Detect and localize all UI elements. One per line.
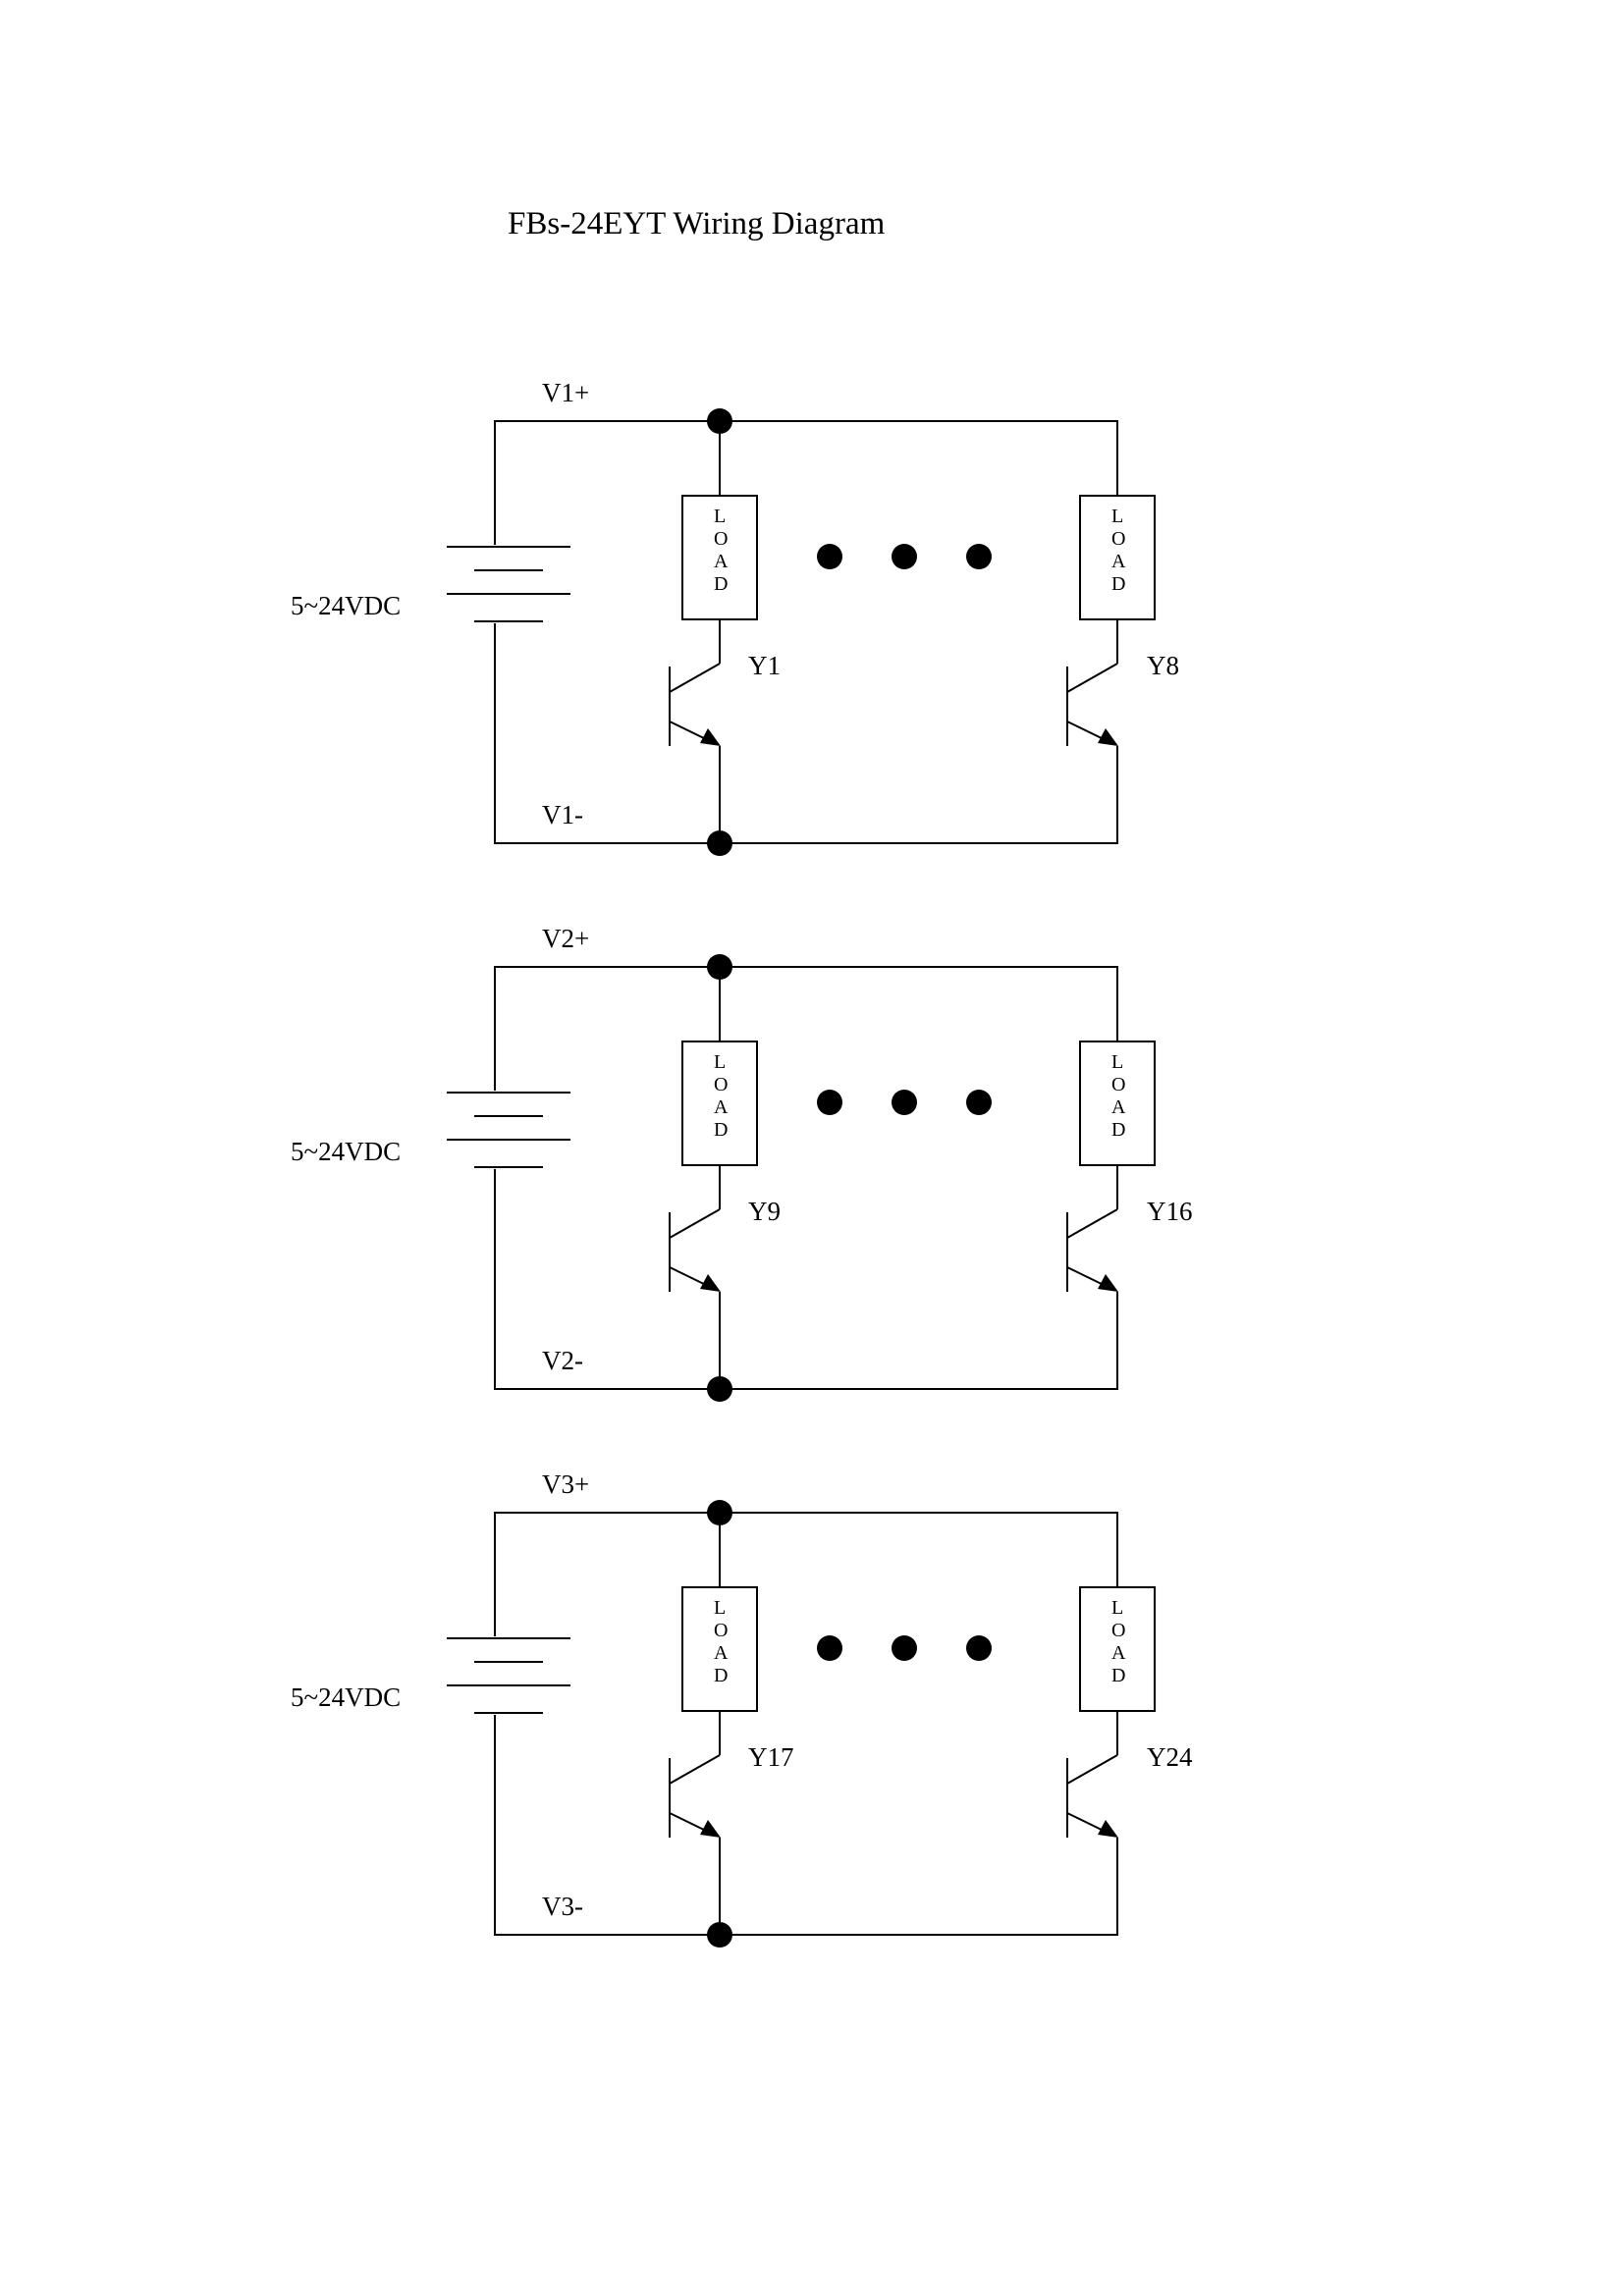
negative-junction-node [707,1376,732,1402]
supply-voltage-label: 5~24VDC [291,1682,401,1712]
load-letter: L [1111,1597,1123,1619]
load-letter: A [714,551,729,572]
ellipsis-dot-2 [892,544,917,569]
positive-terminal-label: V2+ [542,924,589,953]
emitter-arrow [700,1274,721,1292]
transistor-collector [669,663,721,693]
positive-rail [494,420,1118,545]
emitter-arrow [1098,1274,1118,1292]
load-letter: D [714,573,728,595]
load-letter: D [1111,1665,1125,1686]
positive-junction-node [707,1500,732,1525]
transistor-collector [669,1208,721,1239]
transistor-emitter [669,721,709,741]
negative-rail [494,1169,1118,1390]
ellipsis-dot-2 [892,1090,917,1115]
load-letter: D [1111,573,1125,595]
transistor-collector [1066,663,1118,693]
negative-terminal-label: V1- [542,800,583,829]
load-letter: L [1111,1051,1123,1073]
emitter-arrow [700,1820,721,1838]
transistor-collector [1066,1208,1118,1239]
transistor-collector [1066,1754,1118,1785]
ellipsis-dot-3 [966,1635,992,1661]
output-label: Y16 [1147,1197,1193,1226]
load-letter: A [714,1096,729,1118]
positive-rail [494,1512,1118,1636]
load-letter: O [1111,1074,1125,1095]
load-letter: A [1111,1096,1126,1118]
load-letter: O [1111,528,1125,550]
output-label: Y9 [748,1197,781,1226]
positive-junction-node [707,408,732,434]
ellipsis-dot-1 [817,544,842,569]
output-label: Y24 [1147,1742,1193,1772]
negative-terminal-label: V3- [542,1892,583,1921]
supply-voltage-label: 5~24VDC [291,1137,401,1166]
ellipsis-dot-2 [892,1635,917,1661]
negative-junction-node [707,1922,732,1948]
circuit-groups: V1+V1-5~24VDCLOADY1LOADY8V2+V2-5~24VDCLO… [291,378,1193,1948]
ellipsis-dot-3 [966,1090,992,1115]
ellipsis-dot-1 [817,1090,842,1115]
load-letter: L [714,1597,726,1619]
load-letter: O [714,528,728,550]
positive-terminal-label: V1+ [542,378,589,407]
load-letter: L [714,1051,726,1073]
load-letter: O [714,1074,728,1095]
load-letter: A [1111,1642,1126,1664]
transistor-emitter [669,1812,709,1833]
supply-voltage-label: 5~24VDC [291,591,401,620]
transistor-emitter [1066,1812,1107,1833]
load-letter: A [1111,551,1126,572]
load-letter: A [714,1642,729,1664]
negative-rail [494,1715,1118,1936]
negative-junction-node [707,830,732,856]
transistor-emitter [1066,1266,1107,1287]
output-label: Y1 [748,651,781,680]
diagram-title: FBs-24EYT Wiring Diagram [508,206,886,241]
transistor-emitter [1066,721,1107,741]
transistor-collector [669,1754,721,1785]
transistor-emitter [669,1266,709,1287]
load-letter: D [1111,1119,1125,1141]
load-letter: D [714,1665,728,1686]
positive-terminal-label: V3+ [542,1469,589,1499]
load-letter: O [1111,1620,1125,1641]
ellipsis-dot-1 [817,1635,842,1661]
emitter-arrow [1098,728,1118,746]
output-label: Y17 [748,1742,794,1772]
load-letter: O [714,1620,728,1641]
load-letter: D [714,1119,728,1141]
load-letter: L [714,506,726,527]
positive-junction-node [707,954,732,980]
negative-rail [494,623,1118,844]
negative-terminal-label: V2- [542,1346,583,1375]
output-label: Y8 [1147,651,1179,680]
emitter-arrow [1098,1820,1118,1838]
positive-rail [494,966,1118,1091]
ellipsis-dot-3 [966,544,992,569]
emitter-arrow [700,728,721,746]
load-letter: L [1111,506,1123,527]
